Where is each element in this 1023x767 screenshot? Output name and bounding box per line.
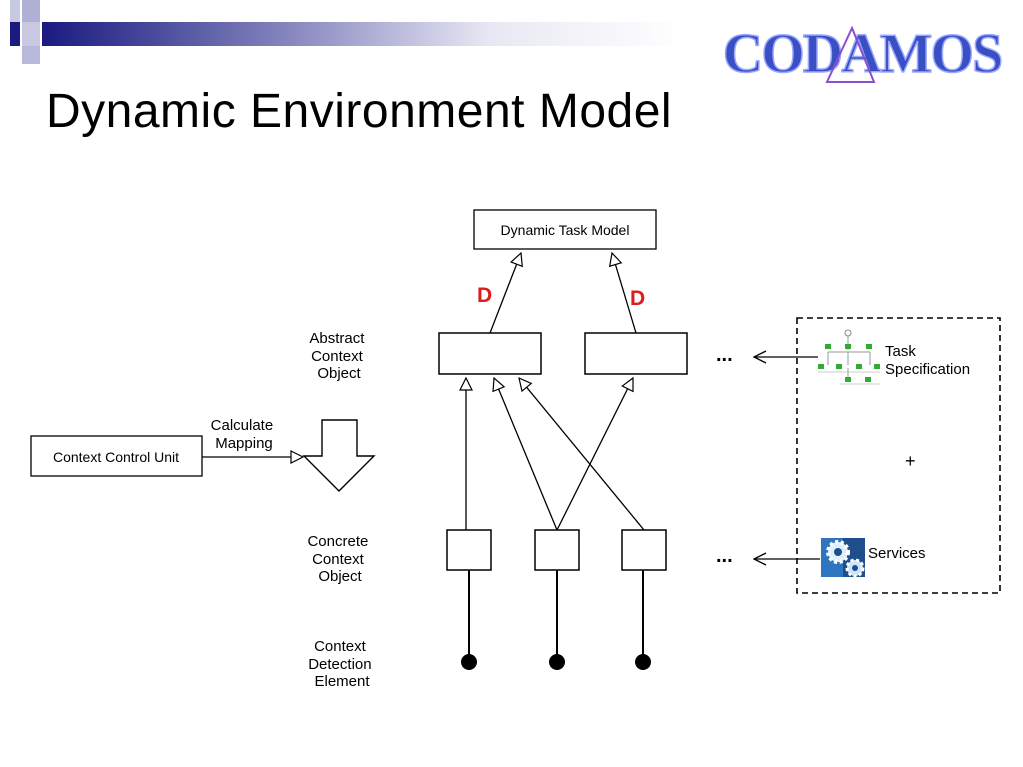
abstract-context-object-label: Abstract Context Object (309, 330, 368, 382)
detection-element-dot-3 (635, 654, 651, 670)
concrete3-to-abstract1-arrow (519, 378, 645, 531)
dynamic-task-model-box (473, 209, 657, 250)
header-gradient-bar (10, 0, 682, 64)
concrete2-to-abstract1-arrow (494, 378, 558, 531)
abstract-context-object-box-1 (438, 332, 542, 375)
detection-element-dot-1 (461, 654, 477, 670)
dependency-mark-1: D (477, 284, 492, 307)
context-control-unit-box (30, 435, 203, 477)
context-detection-element-label: Context Detection Element (308, 638, 376, 690)
plus-sign: + (905, 451, 916, 471)
abstract-to-task-arrow-1 (489, 253, 521, 334)
calculate-mapping-label: Calculate Mapping (211, 417, 278, 452)
slide-title: Dynamic Environment Model (46, 85, 673, 138)
abstract-to-task-arrow-2 (612, 253, 637, 334)
concrete-ellipsis: ... (716, 545, 733, 567)
detection-element-dot-2 (549, 654, 565, 670)
task-specification-label: Task Specification (885, 343, 970, 378)
header-square-5 (22, 46, 40, 64)
concrete-context-object-box-3 (621, 529, 667, 571)
header-square-4 (22, 22, 40, 46)
gears-icon (821, 538, 865, 578)
codamos-logo: CODAMOS (722, 22, 1004, 86)
header-square-3 (10, 22, 20, 46)
abstract-ellipsis: ... (716, 344, 733, 366)
header-square-1 (10, 0, 20, 22)
header-bar-gradient (42, 22, 682, 46)
concrete-context-object-box-1 (446, 529, 492, 571)
inputs-dashed-panel (796, 317, 1001, 594)
concrete-context-object-label: Concrete Context Object (307, 533, 372, 585)
logo-figure (825, 25, 876, 83)
abstract-context-object-box-2 (584, 332, 688, 375)
task-tree-icon (818, 329, 880, 385)
concrete2-to-abstract2-arrow (556, 378, 633, 531)
dependency-mark-2: D (630, 287, 645, 310)
concrete-context-object-box-2 (534, 529, 580, 571)
services-label: Services (868, 545, 926, 562)
context-control-unit-label: Context Control Unit (53, 449, 179, 465)
mapping-down-arrow (302, 419, 376, 492)
header-square-2 (22, 0, 40, 22)
dynamic-task-model-label: Dynamic Task Model (501, 222, 630, 238)
